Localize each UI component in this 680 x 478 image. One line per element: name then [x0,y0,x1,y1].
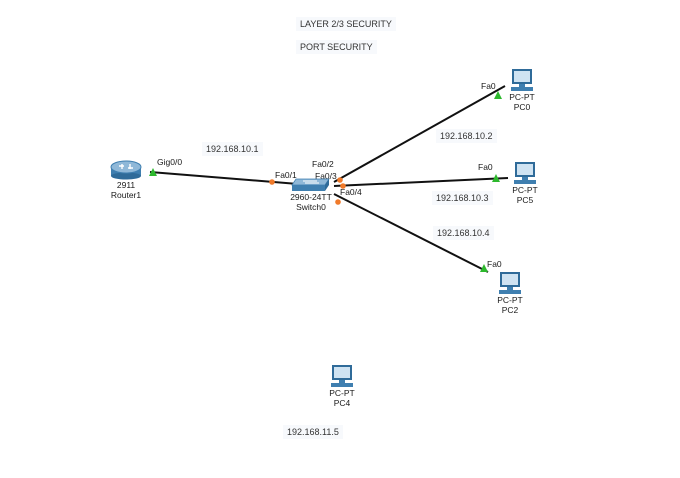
pc0-model-label: PC-PT [509,92,535,102]
pc5-model-label: PC-PT [512,185,538,195]
note-subtitle[interactable]: PORT SECURITY [296,40,377,54]
router-model-label: 2911 [116,180,136,190]
port-label-fa0-4: Fa0/4 [340,187,362,197]
pc-icon [511,69,533,91]
note-title[interactable]: LAYER 2/3 SECURITY [296,17,396,31]
pc2-name-label: PC2 [501,305,519,315]
port-label-gig0-0: Gig0/0 [157,157,183,167]
ip-note-pc4[interactable]: 192.168.11.5 [283,425,343,439]
pc-icon [499,272,521,294]
pc5-device[interactable]: PC-PT PC5 [505,161,545,205]
pc4-name-label: PC4 [333,398,351,408]
cable-switch-pc0[interactable] [333,85,506,183]
link-up-indicator [494,91,502,99]
link-down-indicator [340,183,346,189]
cable-switch-pc2[interactable] [333,193,489,273]
pc2-model-label: PC-PT [497,295,523,305]
ip-note-pc2[interactable]: 192.168.10.4 [433,226,494,240]
pc4-device[interactable]: PC-PT PC4 [322,364,362,408]
switch-device[interactable]: 2960-24TT Switch0 [283,177,339,212]
port-label-pc5-fa0: Fa0 [478,162,493,172]
ip-note-pc0[interactable]: 192.168.10.2 [436,129,497,143]
port-label-fa0-3: Fa0/3 [315,171,337,181]
port-label-fa0-1: Fa0/1 [275,170,297,180]
port-label-pc0-fa0: Fa0 [481,81,496,91]
pc-icon [514,162,536,184]
pc4-model-label: PC-PT [329,388,355,398]
ip-note-pc5[interactable]: 192.168.10.3 [432,191,493,205]
router-name-label: Router1 [110,190,142,200]
port-label-pc2-fa0: Fa0 [487,259,502,269]
pc0-name-label: PC0 [513,102,531,112]
link-up-indicator [149,168,157,176]
pc-icon [331,365,353,387]
switch-icon [291,178,330,191]
link-up-indicator [492,174,500,182]
link-down-indicator [335,199,341,205]
link-down-indicator [337,177,343,183]
switch-name-label: Switch0 [296,202,326,212]
pc5-name-label: PC5 [516,195,534,205]
router-device[interactable]: 2911 Router1 [106,158,146,200]
pc0-device[interactable]: PC-PT PC0 [502,68,542,112]
ip-note-router[interactable]: 192.168.10.1 [202,142,263,156]
switch-model-label: 2960-24TT [290,192,332,202]
port-label-fa0-2: Fa0/2 [312,159,334,169]
link-up-indicator [480,264,488,272]
cable-switch-pc5[interactable] [333,177,509,187]
link-down-indicator [269,179,275,185]
router-icon [110,160,142,180]
pc2-device[interactable]: PC-PT PC2 [490,271,530,315]
